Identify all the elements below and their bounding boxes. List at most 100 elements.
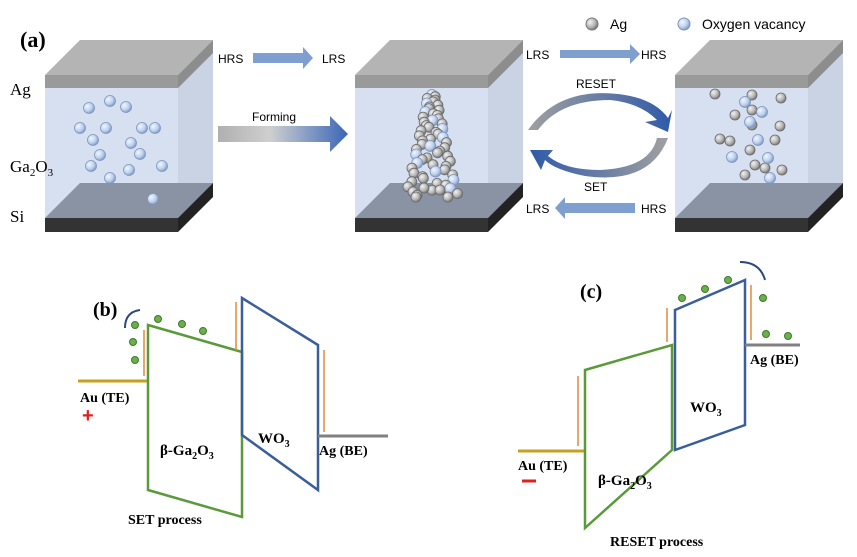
layer-label-ag: Ag: [10, 80, 31, 99]
ag-atom: [434, 184, 446, 196]
ag-atom: [744, 144, 756, 156]
ag-atom: [759, 162, 771, 174]
legend-vacancy-label: Oxygen vacancy: [702, 16, 806, 32]
hop-arrow-icon: [124, 309, 141, 329]
reset-label: RESET: [576, 77, 617, 91]
ag-atom: [729, 109, 741, 121]
cube-initial-si-layer: [45, 218, 178, 232]
state-hrs-2: HRS: [641, 48, 666, 62]
arrow-left-icon: [555, 197, 635, 219]
cube-hrs-si-layer: [675, 218, 808, 232]
oxygen-vacancy: [739, 96, 751, 108]
oxygen-vacancy: [85, 160, 97, 172]
ag-atom: [709, 88, 721, 100]
set-process-caption: SET process: [128, 513, 202, 528]
panel-c: (c) Au (TE) Ag (BE) β-Ga2O3 WO3 RESET pr…: [518, 261, 800, 550]
cube-lrs-ag-top: [355, 40, 523, 75]
wo3-band: [673, 278, 747, 452]
ag-atom: [739, 169, 751, 181]
cube-initial-ag-top: [45, 40, 213, 75]
oxygen-vacancy: [424, 140, 437, 152]
device-cubes: [45, 40, 843, 232]
ag-atom: [714, 133, 726, 145]
oxygen-vacancy: [136, 122, 148, 134]
ag-atom: [774, 120, 786, 132]
cube-hrs-si-side: [808, 183, 843, 232]
ga2o3-label: β-Ga2O3: [598, 473, 652, 492]
reset-process-caption: RESET process: [610, 535, 704, 550]
ag-atom: [776, 164, 788, 176]
oxygen-vacancy: [123, 164, 135, 176]
oxygen-vacancy: [125, 137, 137, 149]
oxygen-vacancy: [104, 95, 116, 107]
forming-arrow-icon: [218, 116, 348, 152]
ga2o3-label: β-Ga2O3: [160, 443, 214, 462]
set-label: SET: [584, 180, 608, 194]
be-label: Ag (BE): [750, 353, 799, 368]
hop-arrow-icon: [739, 261, 766, 281]
layer-label-si: Si: [10, 207, 24, 226]
barrier-arrows: [143, 302, 325, 432]
state-lrs-2: LRS: [526, 48, 549, 62]
oxygen-vacancy: [726, 151, 738, 163]
oxygen-vacancy: [87, 134, 99, 146]
legend-vacancy-marker: [677, 17, 691, 31]
oxygen-vacancy: [120, 101, 132, 113]
te-label: Au (TE): [80, 391, 130, 406]
cube-lrs-si-side: [488, 183, 523, 232]
ag-atom: [432, 147, 443, 159]
ag-atom: [775, 92, 787, 104]
cube-hrs-si-surface: [675, 183, 843, 218]
oxygen-vacancy: [104, 172, 116, 184]
electrons: [129, 315, 207, 364]
panel-a-label: (a): [20, 27, 46, 52]
cube-initial-ag-side: [178, 40, 213, 88]
ag-atom: [418, 182, 430, 194]
wo3-band: [240, 295, 320, 493]
oxygen-vacancy: [764, 172, 776, 184]
te-label: Au (TE): [518, 459, 568, 474]
layer-label-ga2o3: Ga2O3: [10, 157, 54, 179]
arrow-right-icon: [560, 44, 640, 64]
cube-hrs-ag-side: [808, 40, 843, 88]
cube-initial-si-side: [178, 183, 213, 232]
state-hrs-3: HRS: [641, 202, 666, 216]
panel-c-label: (c): [580, 281, 602, 303]
reset-cycle-arrow-icon: [528, 93, 672, 132]
ag-atom: [452, 188, 463, 200]
cube-lrs-ag-layer: [355, 75, 488, 88]
cube-initial-ag-layer: [45, 75, 178, 88]
oxygen-vacancy: [100, 122, 112, 134]
cube-hrs-ag-layer: [675, 75, 808, 88]
ga2o3-band: [146, 323, 244, 519]
cube-hrs-ag-top: [675, 40, 843, 75]
oxygen-vacancy: [147, 193, 159, 205]
cube-initial-si-surface: [45, 183, 213, 218]
be-label: Ag (BE): [319, 444, 368, 459]
set-cycle-arrow-icon: [530, 138, 668, 178]
state-lrs-1: LRS: [322, 52, 345, 66]
ag-atom: [749, 159, 761, 171]
panel-b: (b) Au (TE) + Ag (BE) β-Ga2O3 WO3 SET pr…: [78, 295, 388, 528]
oxygen-vacancy: [756, 106, 768, 118]
oxygen-vacancy: [156, 160, 168, 172]
electrons: [678, 276, 792, 340]
ga2o3-band: [583, 343, 674, 531]
oxygen-vacancy: [134, 148, 146, 160]
legend-ag-marker: [585, 17, 599, 31]
legend-ag-label: Ag: [610, 16, 627, 32]
state-hrs-1: HRS: [218, 52, 243, 66]
ag-atom: [442, 191, 454, 203]
ag-atom: [746, 89, 758, 101]
forming-label: Forming: [252, 110, 296, 124]
ag-atom: [724, 135, 736, 147]
oxygen-vacancy: [94, 149, 106, 161]
cube-lrs-ag-side: [488, 40, 523, 88]
cube-lrs-si-surface: [355, 183, 523, 218]
panel-b-label: (b): [93, 299, 117, 321]
oxygen-vacancy: [83, 102, 95, 114]
ag-atom: [769, 134, 781, 146]
oxygen-vacancy: [752, 134, 764, 146]
